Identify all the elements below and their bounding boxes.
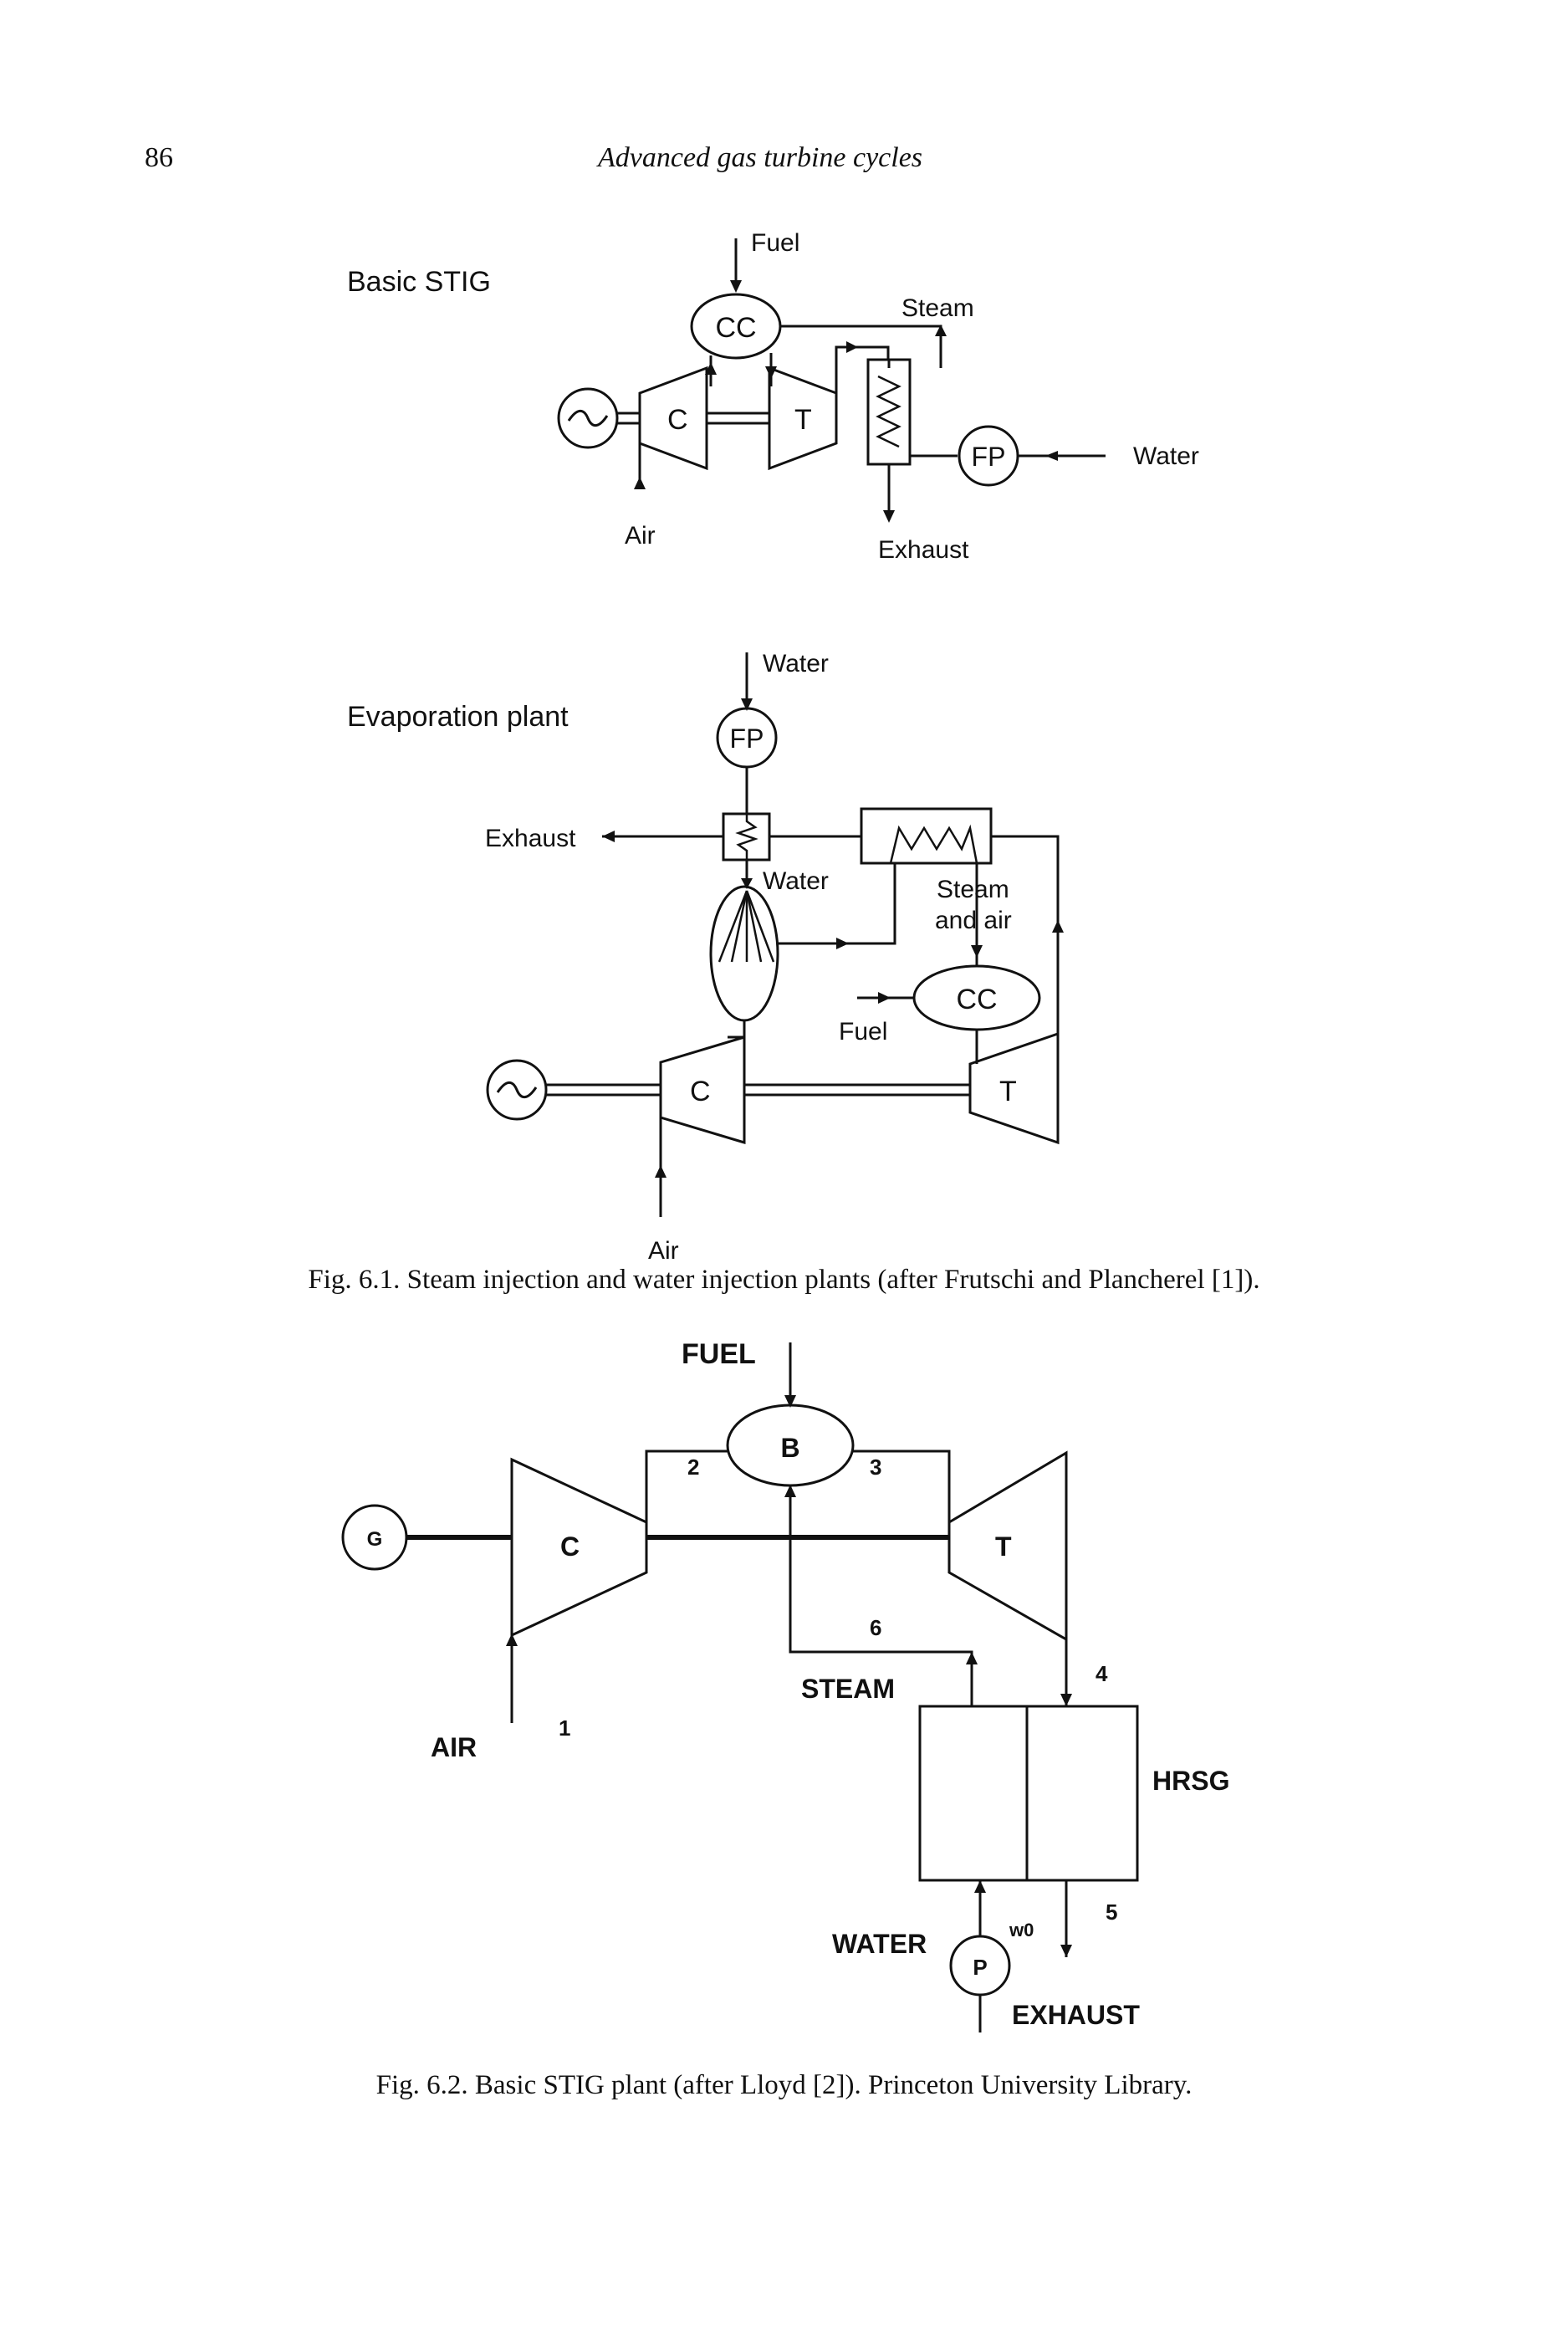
- air-label: Air: [625, 522, 656, 550]
- state-1-label: 1: [559, 1715, 570, 1741]
- turbine-t: [768, 366, 838, 471]
- water-spray-label: Water: [763, 867, 829, 895]
- exhaust-flow-arrow: [846, 341, 858, 353]
- compressor-to-burner: [645, 1450, 728, 1522]
- compressor-c: [638, 366, 708, 471]
- state-2-label: 2: [687, 1455, 699, 1480]
- compressor-c-2: [510, 1457, 648, 1638]
- evap-air-arrow: [655, 1165, 667, 1178]
- hrsg-label: HRSG: [1152, 1766, 1229, 1796]
- evap-compressor-c: [659, 1035, 746, 1145]
- fuel-label: Fuel: [751, 229, 799, 257]
- basic-stig-heading: Basic STIG: [347, 266, 491, 298]
- page-number: 86: [145, 142, 173, 173]
- steam-to-burner-arrow: [784, 1485, 796, 1497]
- compressor-label: C: [667, 404, 688, 436]
- air-arrow-2: [506, 1634, 518, 1646]
- water-arrow: [1045, 451, 1058, 461]
- burner-label: B: [780, 1433, 799, 1463]
- w0-label: w0: [1009, 1920, 1034, 1940]
- state-3-label: 3: [870, 1455, 881, 1480]
- pump-to-hrsg-arrow: [974, 1880, 986, 1893]
- air-label-2: AIR: [431, 1732, 477, 1762]
- exhaust-arrow-2: [1060, 1945, 1072, 1957]
- running-title: Advanced gas turbine cycles: [598, 142, 923, 173]
- steam-arrow: [935, 325, 947, 336]
- stig-plant-diagram: FUEL B G C T 2 3: [341, 1338, 1229, 2032]
- generator-label: G: [367, 1528, 383, 1551]
- evap-fp-label: FP: [730, 723, 764, 754]
- turbine-to-hrsg-arrow: [1060, 1694, 1072, 1706]
- steam-label: Steam: [901, 294, 974, 322]
- evap-sine-wave-icon: [496, 1081, 538, 1099]
- figure-6-2-caption: Fig. 6.2. Basic STIG plant (after Lloyd …: [375, 2070, 1193, 2100]
- recuperator-coil: [889, 824, 978, 864]
- generator-icon: [557, 387, 619, 449]
- cc-label: CC: [715, 312, 756, 344]
- steam-air-label-1: Steam: [937, 876, 1009, 903]
- basic-stig-diagram: Basic STIG Fuel CC Steam C: [347, 229, 1199, 564]
- spray-line-2: [730, 890, 748, 963]
- hrsg-coil: [876, 375, 901, 448]
- steam-injection-line: [789, 1485, 973, 1706]
- compressor-label-2: C: [560, 1531, 580, 1562]
- vessel-to-compressor: [728, 1020, 746, 1039]
- fuel-arrow: [730, 280, 742, 293]
- return-arrow: [1052, 920, 1064, 933]
- sine-wave-icon: [567, 409, 609, 427]
- spray-line-5: [745, 890, 775, 963]
- steam-up-arrow: [966, 1652, 978, 1664]
- burner-to-turbine: [853, 1450, 951, 1522]
- water-in-label: Water: [763, 650, 829, 677]
- evap-turbine-t: [968, 1031, 1060, 1145]
- steam-air-label-2: and air: [935, 907, 1012, 934]
- evap-fuel-label: Fuel: [839, 1018, 887, 1046]
- steam-label-2: STEAM: [801, 1674, 895, 1704]
- evap-fuel-arrow: [878, 992, 891, 1004]
- figure-6-1-caption: Fig. 6.1. Steam injection and water inje…: [308, 1265, 1260, 1295]
- water-label: Water: [1133, 442, 1199, 470]
- evap-exhaust-label: Exhaust: [485, 825, 576, 852]
- water-label-2: WATER: [832, 1929, 927, 1959]
- fuel-label-2: FUEL: [682, 1338, 756, 1370]
- hrsg-box-2: [918, 1705, 1139, 1882]
- exhaust-arrow: [883, 510, 895, 523]
- evaporation-heading: Evaporation plant: [347, 701, 569, 733]
- vessel-out-arrow: [836, 938, 849, 949]
- spray-line-4: [745, 890, 763, 963]
- fuel-arrow-2: [784, 1395, 796, 1408]
- evaporation-plant-diagram: Evaporation plant Water FP Exhaust: [347, 650, 1064, 1265]
- evap-turbine-label: T: [999, 1076, 1017, 1107]
- pump-label: P: [973, 1955, 987, 1980]
- fp-label: FP: [972, 442, 1006, 472]
- turbine-label: T: [794, 404, 812, 436]
- small-hx-coil: [735, 814, 758, 860]
- turbine-exhaust-return: [991, 835, 1060, 1034]
- vessel-to-recuperator: [778, 863, 896, 945]
- evap-cc-label: CC: [956, 984, 997, 1015]
- water-in-arrow: [741, 698, 753, 711]
- state-6-label: 6: [870, 1615, 881, 1640]
- steam-air-arrow: [971, 945, 983, 958]
- evap-exhaust-arrow: [602, 831, 615, 842]
- state-4-label: 4: [1096, 1661, 1108, 1686]
- evap-compressor-label: C: [690, 1076, 711, 1107]
- air-arrow: [634, 477, 646, 489]
- evap-air-label: Air: [648, 1237, 679, 1265]
- water-spray-arrow: [741, 878, 753, 889]
- spray-line-1: [718, 890, 748, 963]
- exhaust-label-2: EXHAUST: [1012, 2000, 1140, 2030]
- turbine-exhaust-line: [835, 345, 890, 410]
- exhaust-label: Exhaust: [878, 536, 969, 564]
- state-5-label: 5: [1106, 1899, 1117, 1925]
- turbine-label-2: T: [995, 1531, 1012, 1562]
- evap-generator-icon: [486, 1059, 548, 1121]
